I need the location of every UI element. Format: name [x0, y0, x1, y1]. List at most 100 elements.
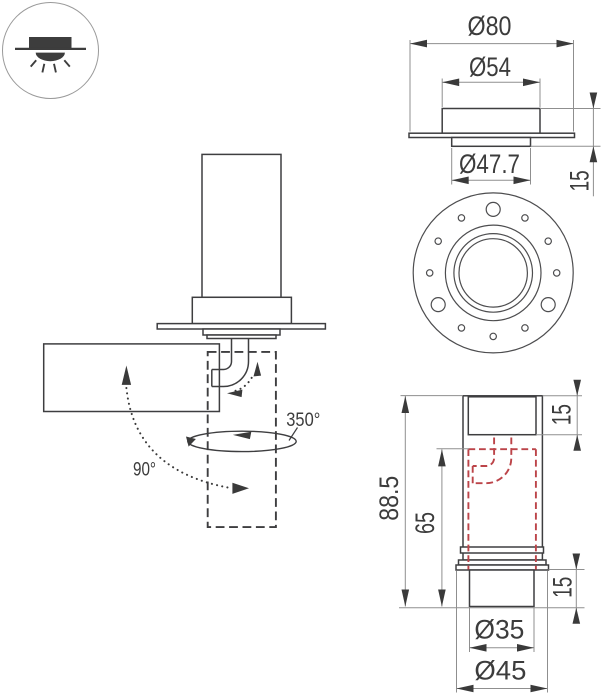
tilt-arrowhead-left-icon [227, 389, 243, 398]
mounting-hole-large-8 [430, 297, 446, 313]
section-top-insert [467, 396, 537, 436]
trim-step-2 [206, 334, 277, 340]
arrowhead-down-icon [401, 589, 410, 607]
ext-lines-height-total [399, 395, 585, 609]
dim-label-height-total: 88.5 [374, 476, 404, 521]
icon-lamp-dome [35, 52, 65, 62]
recessed-downlight-icon [2, 2, 99, 99]
arrowhead-up-icon [572, 607, 581, 624]
tilt-90-dotted-arc [125, 387, 232, 489]
ext-lines-dia-body [441, 78, 541, 107]
ext-lines-dia-flange [409, 40, 574, 132]
rotation-arrowhead-top-icon [232, 431, 252, 440]
icon-ray-2 [41, 63, 46, 73]
dim-height-total: 88.5 [374, 395, 585, 609]
mounting-hole-small-10 [434, 237, 443, 245]
dim-dia-trim: Ø45 [456, 571, 548, 693]
ceiling-trim-plate [156, 322, 327, 330]
dim-label-depth-recess: 65 [410, 512, 440, 534]
icon-ray-1 [29, 59, 37, 68]
hidden-lamp-red-dashed [467, 437, 537, 570]
dim-label-dia-collar: Ø47.7 [459, 149, 520, 179]
arrowhead-down-icon [572, 553, 581, 570]
arrowhead-right-icon [517, 644, 534, 652]
mounting-hole-small-1 [521, 214, 529, 222]
icon-light-rays [29, 59, 71, 73]
front-outer-rim [412, 192, 574, 354]
dim-height-below-ceiling: 15 [530, 92, 601, 197]
arrowhead-left-icon [469, 644, 487, 652]
elbow-outer-contour [211, 338, 250, 388]
dim-height-top-section: 15 [536, 379, 582, 451]
arrowhead-left-icon [451, 176, 469, 185]
dim-dia-flange: Ø80 [409, 11, 574, 132]
tilt-angle-label: 90° [133, 459, 156, 480]
hidden-elbow-inner [472, 437, 496, 467]
dim-label-dia-flange: Ø80 [468, 11, 512, 41]
flange-body [441, 107, 541, 134]
dim-label-height-bottom-collar: 15 [547, 577, 577, 598]
arrowhead-down-icon [438, 589, 446, 607]
arrowhead-down-icon [573, 379, 581, 396]
rotation-350-ellipse [186, 427, 299, 453]
dim-label-dia-body: Ø54 [469, 52, 511, 82]
front-inner-ring [444, 224, 542, 322]
dim-label-height-below-ceiling: 15 [564, 170, 594, 191]
arrowhead-up-icon [573, 434, 581, 451]
arrowhead-up-icon [401, 396, 410, 413]
dim-dia-bottom: Ø35 [469, 608, 535, 652]
arrowhead-down-icon [589, 92, 598, 109]
mounting-hole-small-5 [521, 324, 529, 332]
front-aperture [458, 238, 529, 308]
icon-ray-3 [53, 63, 57, 73]
arrowhead-right-icon [513, 176, 531, 185]
mounting-hole-small-2 [544, 237, 553, 245]
mounting-hole-small-3 [552, 269, 561, 277]
arrowhead-right-icon [556, 39, 574, 48]
section-view: 88.5 65 15 15 [374, 379, 585, 693]
mounting-hole-small-7 [457, 324, 466, 332]
icon-ray-4 [63, 59, 71, 68]
dim-label-dia-bottom: Ø35 [474, 615, 524, 645]
ext-lines-dia-collar [451, 148, 531, 185]
arrowhead-right-icon [523, 78, 540, 87]
top-view-flange: Ø80 Ø54 Ø47.7 15 [408, 11, 601, 197]
rotation-arrowhead-end-icon [186, 436, 196, 447]
elbow-pipe [211, 338, 250, 388]
icon-circle [2, 2, 99, 99]
arrowhead-left-icon [456, 684, 474, 693]
arc-arrowhead-right-icon [232, 482, 249, 494]
mounting-hole-small-9 [425, 269, 434, 277]
section-bottom-collar [468, 569, 535, 608]
mounting-hole-large-4 [540, 297, 556, 313]
section-ring-1 [459, 546, 545, 554]
arc-arrowhead-up-icon [121, 365, 132, 385]
housing-cylinder [201, 153, 282, 299]
arrowhead-left-icon [410, 39, 427, 48]
arrowhead-up-icon [589, 146, 598, 163]
housing-collar [191, 296, 293, 325]
dim-label-height-top-section: 15 [546, 404, 576, 425]
icon-housing [29, 37, 72, 49]
flange-collar [450, 136, 532, 148]
hidden-elbow-outer [472, 437, 513, 485]
dim-dia-body: Ø54 [441, 52, 541, 107]
dim-depth-recess: 65 [410, 448, 469, 607]
front-view [412, 192, 574, 354]
mounting-hole-small-6 [489, 332, 498, 341]
ext-lines-height-top-section [536, 395, 582, 436]
lamp-head-horizontal [42, 343, 221, 413]
elbow-tilt-arrow [227, 361, 262, 398]
front-bezel-ring [453, 232, 534, 313]
elbow-inner-contour [211, 338, 233, 371]
trim-step-1 [202, 328, 281, 336]
arrowhead-right-icon [530, 684, 548, 693]
mounting-hole-small-11 [457, 214, 466, 222]
rotation-angle-label: 350° [286, 410, 320, 431]
ext-lines-dia-bottom [469, 608, 535, 652]
lamp-head-vertical-dashed [206, 350, 277, 529]
arrowhead-up-icon [438, 449, 446, 467]
arrowhead-left-icon [442, 78, 460, 87]
